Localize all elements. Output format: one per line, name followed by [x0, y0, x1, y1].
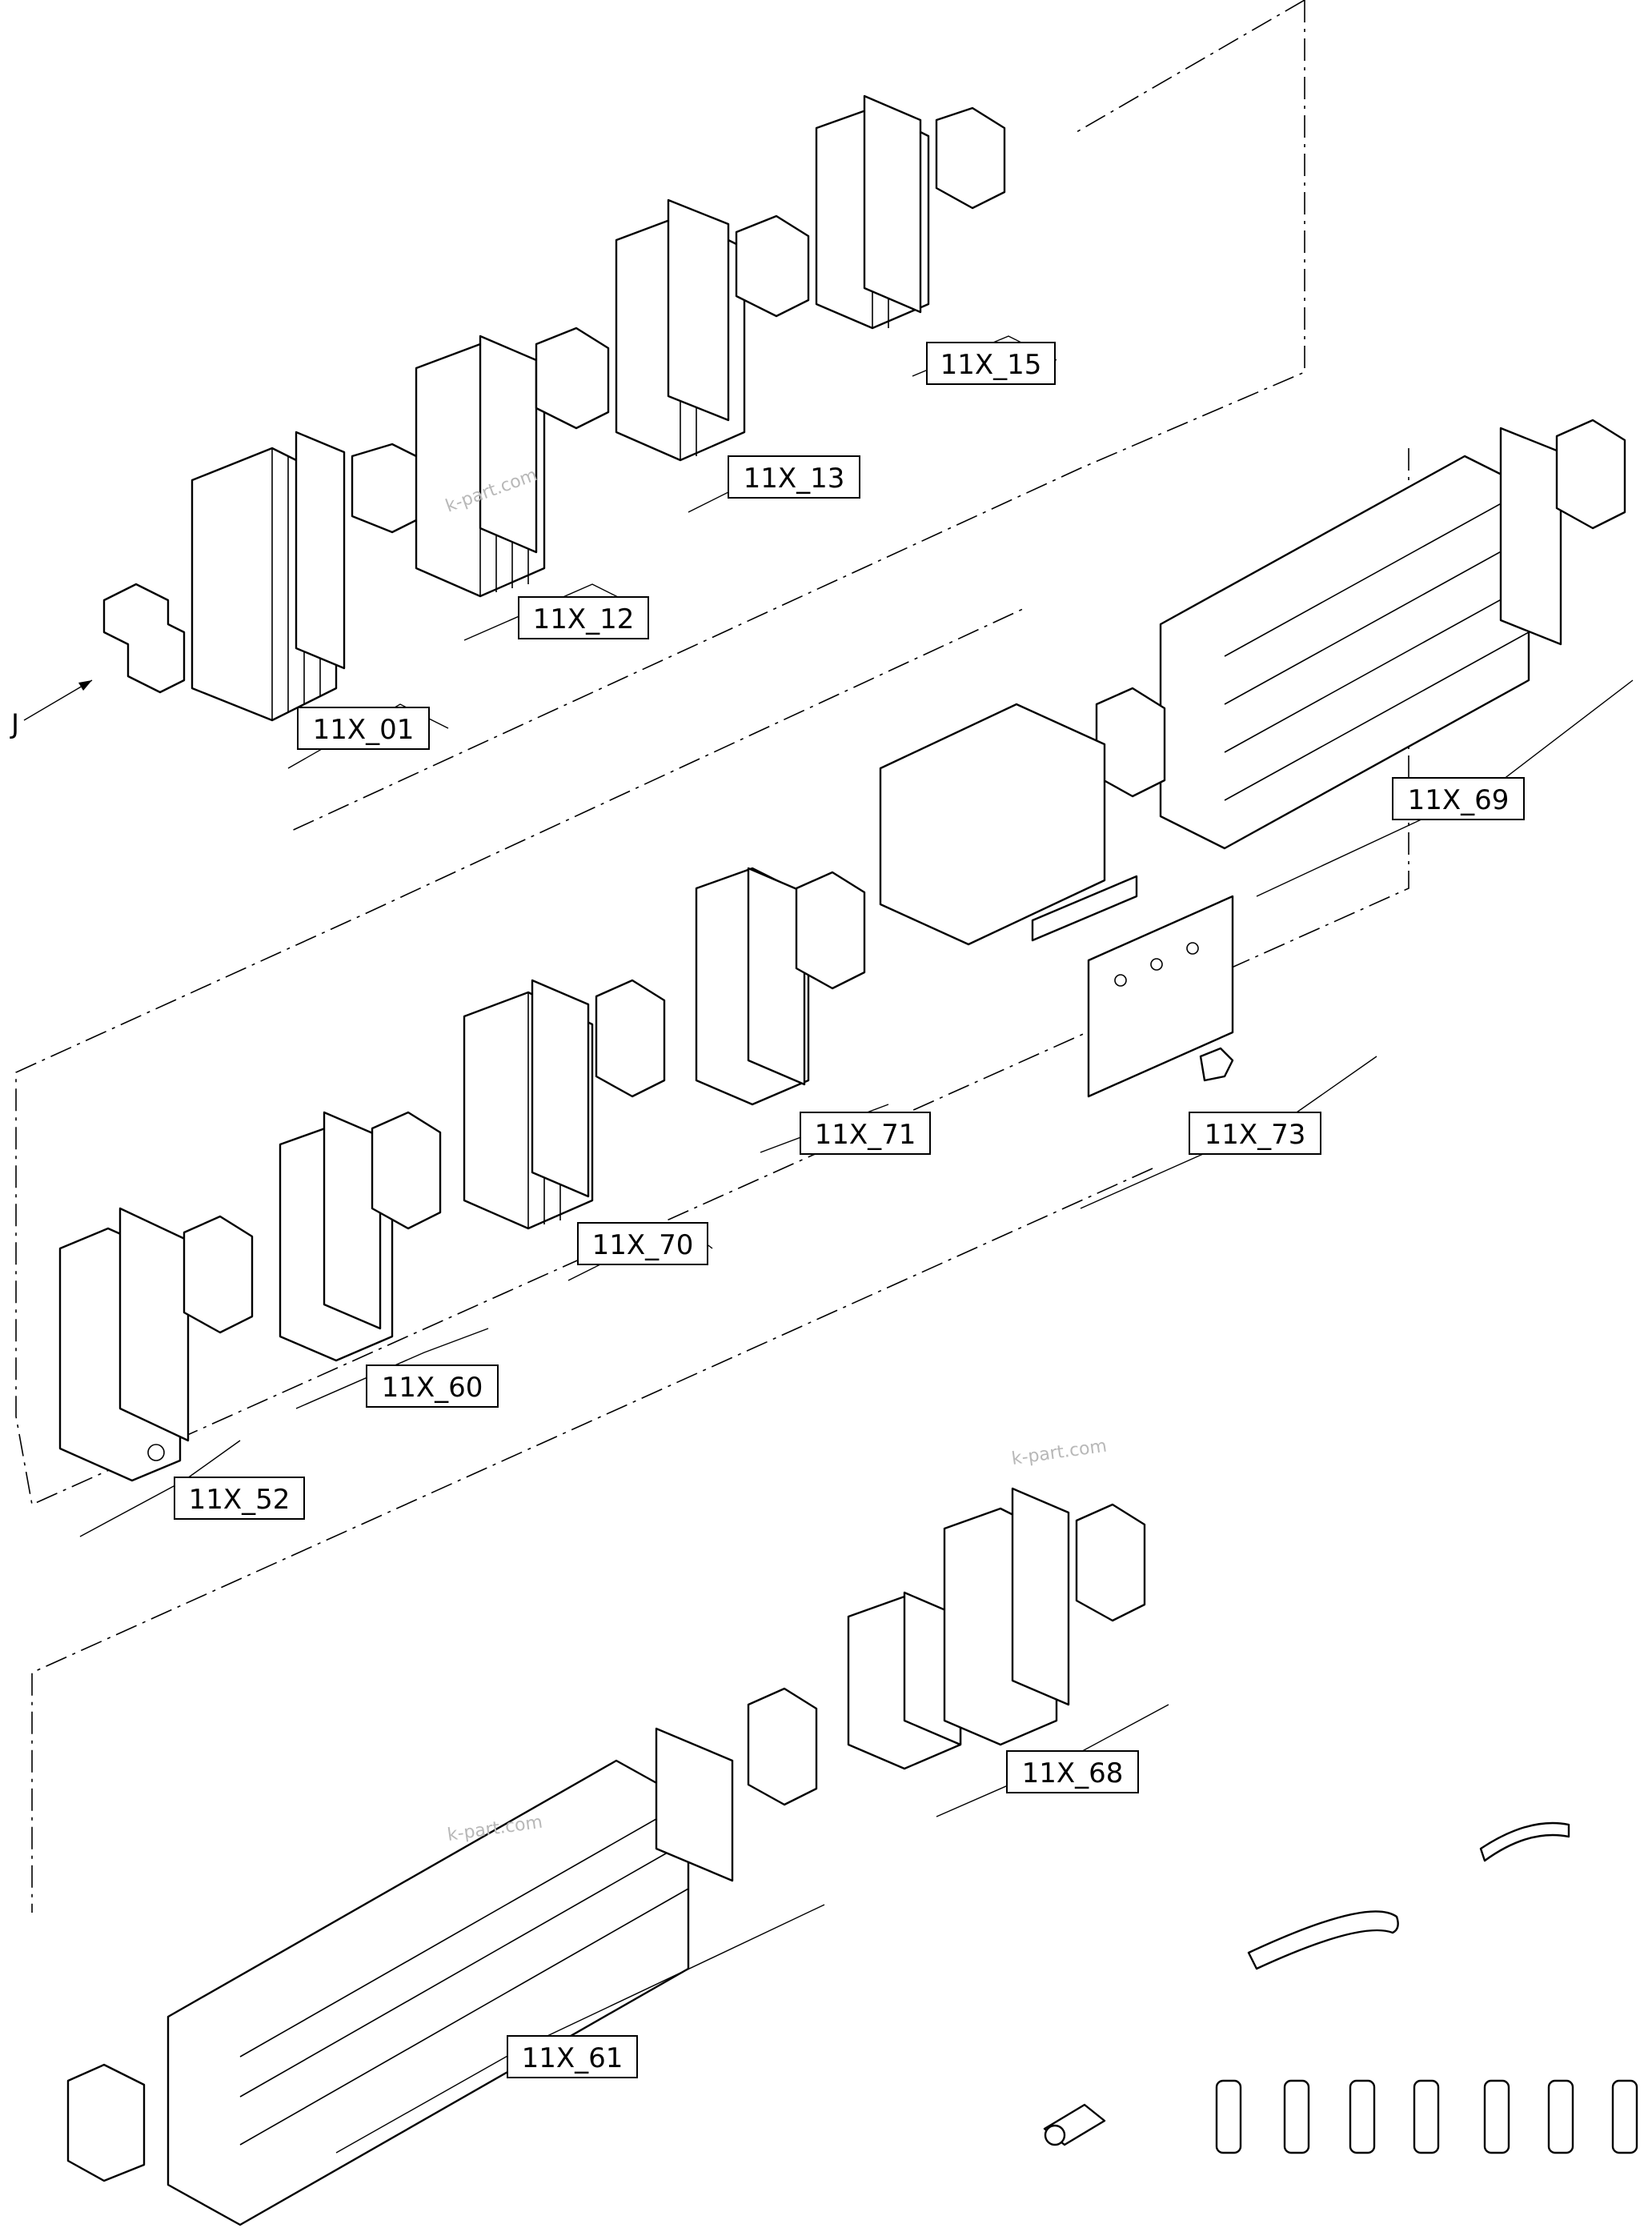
ferrule-1	[1215, 2079, 1242, 2154]
end-clamp-11x71	[795, 871, 866, 990]
connector-strip-11x73	[1031, 875, 1138, 942]
end-clamp-11x01	[351, 443, 426, 534]
end-clamp-11x69-right	[1555, 419, 1626, 530]
label-11x15-text: 11X_15	[940, 349, 1042, 381]
label-11x61: 11X_61	[507, 2035, 638, 2078]
end-clamp-11x70	[595, 979, 666, 1098]
label-11x73: 11X_73	[1189, 1112, 1321, 1155]
end-plate-11x70	[531, 979, 590, 1198]
end-clamp-11x15	[935, 106, 1006, 210]
end-clamp-11x68-left	[747, 1687, 818, 1806]
end-plate-11x61	[655, 1727, 734, 1882]
view-marker-j: J	[10, 708, 19, 740]
ferrules	[1215, 2079, 1638, 2154]
label-11x13-text: 11X_13	[744, 463, 845, 495]
label-11x69: 11X_69	[1392, 777, 1525, 820]
end-clamp-11x68	[1075, 1503, 1146, 1622]
end-plate-11x52	[118, 1207, 190, 1442]
label-11x01: 11X_01	[297, 707, 430, 750]
end-clamp-11x13	[735, 214, 810, 318]
end-clamp-11x12	[535, 327, 610, 430]
ferrule-6	[1547, 2079, 1574, 2154]
end-plate-11x12	[479, 335, 538, 554]
outline-upper	[287, 0, 1305, 833]
ferrule-2	[1283, 2079, 1310, 2154]
label-11x60-text: 11X_60	[382, 1372, 483, 1404]
lower-row-parts	[66, 1487, 1146, 2226]
upper-row-parts	[102, 94, 1006, 722]
label-11x60: 11X_60	[366, 1364, 499, 1408]
insulation-plate-11x73	[1087, 895, 1234, 1098]
ferrule-5	[1483, 2079, 1510, 2154]
label-11x71: 11X_71	[800, 1112, 931, 1155]
label-11x69-text: 11X_69	[1408, 784, 1510, 816]
end-clamp-11x60	[371, 1111, 442, 1230]
label-11x68: 11X_68	[1006, 1750, 1139, 1793]
label-11x13: 11X_13	[728, 455, 860, 499]
outline-middle	[15, 448, 1409, 1506]
label-11x01-text: 11X_01	[313, 714, 415, 746]
ferrule-4	[1413, 2079, 1440, 2154]
end-plate-11x01	[295, 431, 346, 670]
busbar-frame-11x73	[879, 703, 1106, 946]
label-11x12: 11X_12	[518, 596, 649, 639]
end-plate-11x68	[1011, 1487, 1070, 1706]
watermark-2: k-part.com	[1010, 1437, 1108, 1469]
label-11x52-text: 11X_52	[189, 1484, 291, 1516]
end-plate-11x69	[1499, 427, 1562, 646]
label-11x52: 11X_52	[174, 1477, 305, 1520]
label-11x68-text: 11X_68	[1022, 1757, 1124, 1789]
end-clamp-11x61	[66, 2063, 146, 2182]
terminal-block-11x61	[166, 1759, 690, 2226]
outline-upper-top	[1076, 0, 1305, 133]
label-11x61-text: 11X_61	[522, 2042, 624, 2074]
middle-row-parts	[58, 419, 1626, 1482]
view-arrow	[78, 680, 92, 691]
end-plate-11x15	[863, 94, 922, 314]
ferrule-7	[1611, 2079, 1638, 2154]
ferrule-3	[1349, 2079, 1376, 2154]
end-plate-11x60	[323, 1111, 382, 1330]
group-outlines	[15, 0, 1409, 1913]
cap-nut-11x73	[1199, 1047, 1234, 1082]
accessories	[1043, 1821, 1638, 2154]
end-plate-11x13	[667, 198, 730, 422]
end-clamp-j	[102, 583, 186, 694]
label-11x70-text: 11X_70	[592, 1229, 694, 1261]
sleeve-small	[1479, 1821, 1570, 1862]
end-plate-11x71	[747, 867, 806, 1086]
end-clamp-11x52	[182, 1215, 254, 1334]
outline-lower	[31, 1168, 1153, 1913]
sleeve-large	[1247, 1910, 1399, 1970]
label-11x71-text: 11X_71	[815, 1119, 916, 1151]
ring-lug-eye	[1044, 2124, 1066, 2146]
end-clamp-11x69-left	[1095, 687, 1166, 798]
label-11x12-text: 11X_12	[533, 603, 635, 635]
label-11x73-text: 11X_73	[1205, 1119, 1306, 1151]
terminal-block-11x69	[1159, 455, 1530, 850]
label-11x70: 11X_70	[577, 1222, 708, 1265]
label-11x15: 11X_15	[926, 342, 1056, 385]
